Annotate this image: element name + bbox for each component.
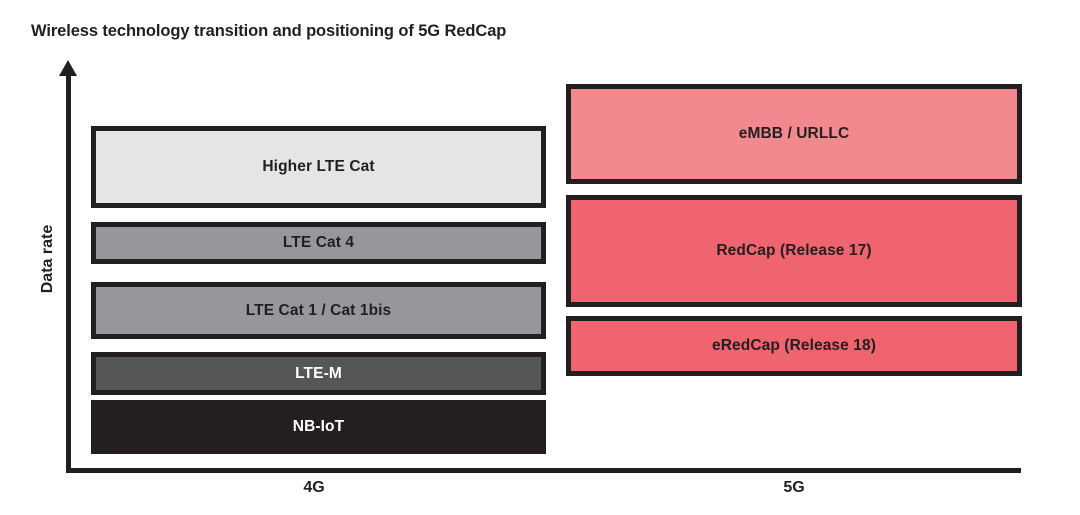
bar-embb-urllc[interactable]: eMBB / URLLC: [566, 84, 1022, 184]
bar-lte-cat-1-cat-1bis[interactable]: LTE Cat 1 / Cat 1bis: [91, 282, 546, 339]
bar-nb-iot[interactable]: NB-IoT: [91, 400, 546, 454]
bar-label-lte-cat-4: LTE Cat 4: [282, 234, 355, 251]
page-title: Wireless technology transition and posit…: [31, 22, 507, 40]
bar-label-lte-cat-1-cat-1bis: LTE Cat 1 / Cat 1bis: [245, 301, 392, 319]
y-axis-arrow-icon: [59, 60, 77, 76]
bar-lte-cat-4[interactable]: LTE Cat 4: [91, 222, 546, 264]
bar-label-lte-m: LTE-M: [295, 364, 342, 382]
bar-higher-lte-cat[interactable]: Higher LTE Cat: [91, 126, 546, 208]
bar-label-eredcap-release-18: eRedCap (Release 18): [712, 337, 876, 354]
bar-label-embb-urllc: eMBB / URLLC: [738, 125, 850, 142]
bar-lte-m[interactable]: LTE-M: [91, 352, 546, 395]
y-axis-label: Data rate: [39, 224, 56, 294]
x-axis-line: [66, 468, 1021, 473]
bar-eredcap-release-18[interactable]: eRedCap (Release 18): [566, 316, 1022, 376]
y-axis-line: [66, 72, 71, 471]
bar-label-redcap-release-17: RedCap (Release 17): [716, 242, 872, 259]
bar-redcap-release-17[interactable]: RedCap (Release 17): [566, 195, 1022, 307]
x-axis-tick-4g: 4G: [303, 479, 325, 496]
bar-label-higher-lte-cat: Higher LTE Cat: [262, 158, 375, 175]
bar-label-nb-iot: NB-IoT: [292, 418, 345, 435]
x-axis-tick-5g: 5G: [783, 479, 805, 496]
